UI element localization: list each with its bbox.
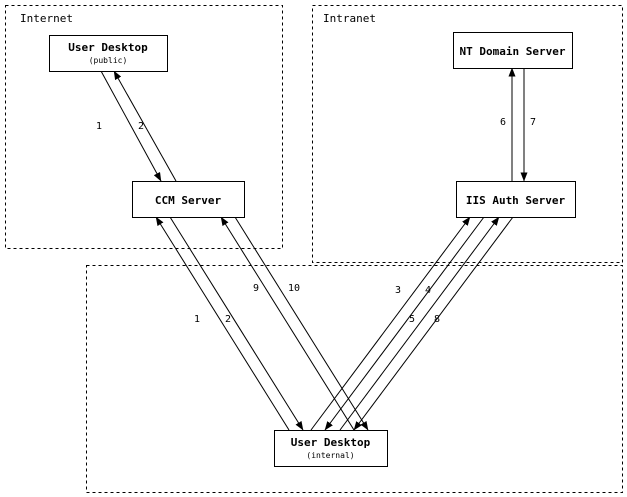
flow-line-flow-9 xyxy=(220,216,355,431)
zone-internal xyxy=(86,265,623,493)
flow-line-flow-5 xyxy=(339,216,500,431)
flow-step-label-flow-8: 8 xyxy=(434,314,440,325)
flow-line-flow-1-internal xyxy=(155,216,290,431)
zone-internet: Internet xyxy=(5,5,283,249)
node-nt-domain-server[interactable]: NT Domain Server xyxy=(453,32,573,69)
nodes-layer: User Desktop (public) CCM Server NT Domain … xyxy=(49,32,576,467)
node-title-user-desktop-internal: User Desktop xyxy=(291,436,371,449)
flow-line-flow-2-public xyxy=(113,70,177,182)
node-subtitle-user-desktop-public: (public) xyxy=(89,56,128,65)
flow-line-flow-8 xyxy=(353,216,514,431)
flow-step-label-flow-2-internal: 2 xyxy=(225,314,231,325)
zone-intranet: Intranet xyxy=(312,5,623,263)
node-subtitle-user-desktop-internal: (internal) xyxy=(306,451,354,460)
flow-step-label-flow-1-public: 1 xyxy=(96,121,102,132)
node-iis-auth-server[interactable]: IIS Auth Server xyxy=(456,181,576,218)
flow-step-label-flow-2-public: 2 xyxy=(138,121,144,132)
zone-border-internal xyxy=(86,265,623,493)
node-box-ccm-server xyxy=(132,181,245,218)
node-box-iis-auth-server xyxy=(456,181,576,218)
node-title-iis-auth-server: IIS Auth Server xyxy=(466,194,566,207)
node-title-user-desktop-public: User Desktop xyxy=(68,41,148,54)
flow-line-flow-3 xyxy=(310,216,471,431)
flow-step-label-flow-1-internal: 1 xyxy=(194,314,200,325)
flow-step-label-flow-5: 5 xyxy=(409,314,415,325)
flows-layer xyxy=(100,67,528,431)
flow-step-label-flow-7: 7 xyxy=(530,117,536,128)
flow-labels-layer: 1 2 6 7 1 2 9 10 3 4 5 8 xyxy=(96,117,536,325)
zone-border-intranet xyxy=(312,5,623,263)
flow-line-flow-2-internal xyxy=(169,216,304,431)
node-box-nt-domain-server xyxy=(453,32,573,69)
flow-step-label-flow-4: 4 xyxy=(425,285,431,296)
flow-step-label-flow-6: 6 xyxy=(500,117,506,128)
flow-step-label-flow-10: 10 xyxy=(288,283,300,294)
node-box-user-desktop-public xyxy=(49,35,168,72)
node-box-user-desktop-internal xyxy=(274,430,388,467)
flow-step-label-flow-3: 3 xyxy=(395,285,401,296)
flow-step-label-flow-9: 9 xyxy=(253,283,259,294)
zone-label-internet: Internet xyxy=(20,12,73,25)
node-title-ccm-server: CCM Server xyxy=(155,194,222,207)
zone-border-internet xyxy=(5,5,283,249)
flow-line-flow-10 xyxy=(234,216,369,431)
node-title-nt-domain-server: NT Domain Server xyxy=(460,45,566,58)
flow-line-flow-1-public xyxy=(100,70,162,182)
zones-layer: Internet Intranet xyxy=(5,5,623,493)
zone-label-intranet: Intranet xyxy=(323,12,376,25)
node-ccm-server[interactable]: CCM Server xyxy=(132,181,245,218)
node-user-desktop-public[interactable]: User Desktop (public) xyxy=(49,35,168,72)
flow-line-flow-4 xyxy=(324,216,485,431)
node-user-desktop-internal[interactable]: User Desktop (internal) xyxy=(274,430,388,467)
